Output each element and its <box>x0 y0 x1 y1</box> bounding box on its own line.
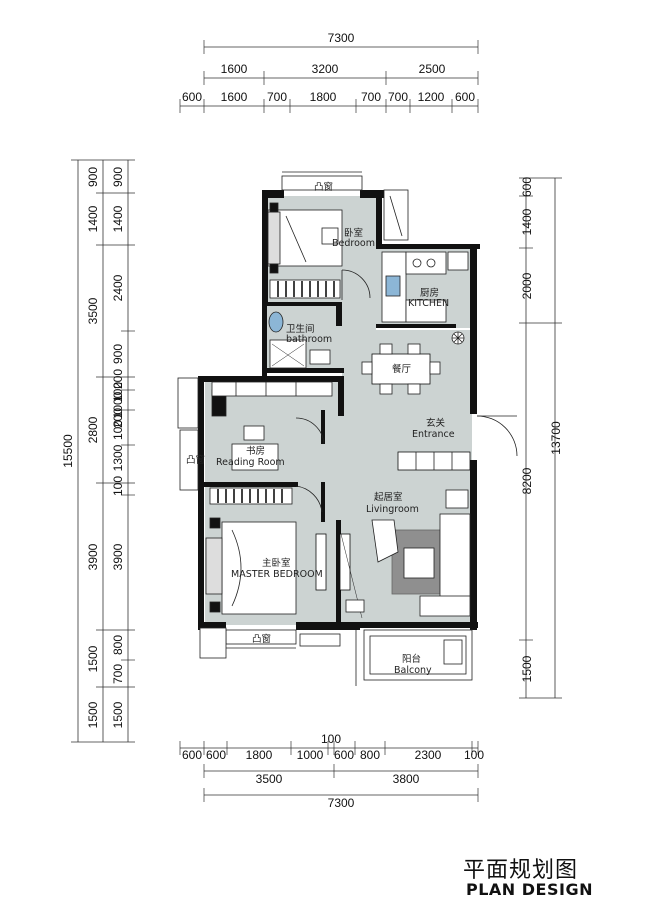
dim-left-3-14: 700 <box>111 664 125 684</box>
dim-bottom-1-2: 600 <box>206 748 226 762</box>
dim-left-3-4: 900 <box>111 344 125 364</box>
label-living-cn: 起居室 <box>374 491 403 503</box>
label-kitchen-en: KITCHEN <box>408 298 449 309</box>
dim-bottom-1-6: 600 <box>334 748 354 762</box>
dim-left-3-11: 100 <box>111 476 125 496</box>
dim-top-2-3: 2500 <box>419 62 446 76</box>
label-balcony-cn: 阳台 <box>402 653 421 665</box>
furniture <box>177 171 518 686</box>
label-master-cn: 主卧室 <box>262 557 291 569</box>
bedroom-wardrobe <box>269 279 341 299</box>
dim-bottom-1-5: 100 <box>321 732 341 746</box>
dim-right-1: 600 <box>520 177 534 197</box>
dim-top-3-2: 1600 <box>221 90 248 104</box>
dimension-labels: 7300 1600 3200 2500 600 1600 700 1800 70… <box>61 31 563 810</box>
dim-left-3-13: 800 <box>111 635 125 655</box>
dim-bottom-1-8: 2300 <box>415 748 442 762</box>
bay-window-top <box>281 175 363 191</box>
dim-left-3-5: 200 <box>111 369 125 389</box>
dim-top-2-2: 3200 <box>312 62 339 76</box>
label-living-en: Livingroom <box>366 504 419 515</box>
dim-top-3-1: 600 <box>182 90 202 104</box>
dim-right-mid: 8200 <box>520 467 534 494</box>
dim-top-3-6: 700 <box>388 90 408 104</box>
label-bay-window-left: 凸窗 <box>186 454 205 466</box>
dim-left-3-15: 1500 <box>111 701 125 728</box>
dim-left-3-8: 200 <box>111 408 125 428</box>
label-bay-window-bottom: 凸窗 <box>252 633 271 645</box>
plan-title-en: PLAN DESIGN <box>466 880 593 899</box>
label-reading-en: Reading Room <box>216 457 285 468</box>
dim-left-3-1: 900 <box>111 167 125 187</box>
dim-left-3-9: 100 <box>111 420 125 440</box>
room-labels: 凸窗 卧室 Bedroom 厨房 KITCHEN 卫生间 bathroom 餐厅… <box>186 181 455 676</box>
bathroom-toilet <box>268 311 284 333</box>
dim-left-2-4: 2800 <box>86 416 100 443</box>
dim-bottom-total: 7300 <box>328 796 355 810</box>
label-balcony-en: Balcony <box>394 665 432 676</box>
dim-left-3-3: 2400 <box>111 274 125 301</box>
dim-bottom-1-9: 100 <box>464 748 484 762</box>
dim-left-2-1: 900 <box>86 167 100 187</box>
dim-left-3-10: 1300 <box>111 444 125 471</box>
dim-left-2-7: 1500 <box>86 701 100 728</box>
label-entrance-cn: 玄关 <box>426 417 446 429</box>
dim-left-3-7: 1000 <box>111 391 125 418</box>
dim-top-2-1: 1600 <box>221 62 248 76</box>
dim-left-3-2: 1400 <box>111 205 125 232</box>
dim-right-3: 2000 <box>520 272 534 299</box>
dim-bottom-1-4: 1000 <box>297 748 324 762</box>
dim-left-2-5: 3900 <box>86 543 100 570</box>
label-bathroom-en: bathroom <box>286 334 332 345</box>
dim-top-3-5: 700 <box>361 90 381 104</box>
dim-bottom-1-7: 800 <box>360 748 380 762</box>
plan-title-cn: 平面规划图 <box>463 858 579 883</box>
master-bed <box>221 521 297 615</box>
dim-bottom-2-2: 3800 <box>393 772 420 786</box>
dim-bottom-1-3: 1800 <box>246 748 273 762</box>
label-entrance-en: Entrance <box>412 429 455 440</box>
dim-left-3-6: 100 <box>111 382 125 402</box>
dim-right-2: 1400 <box>520 208 534 235</box>
label-bedroom-en: Bedroom <box>332 238 375 249</box>
dim-top-3-4: 1800 <box>310 90 337 104</box>
dim-right-total: 13700 <box>549 421 563 455</box>
dim-left-2-6: 1500 <box>86 645 100 672</box>
dimension-lines <box>71 40 562 802</box>
label-master-en: MASTER BEDROOM <box>231 569 323 580</box>
label-kitchen-cn: 厨房 <box>420 287 439 299</box>
dim-top-3-7: 1200 <box>418 90 445 104</box>
dim-right-4: 1500 <box>520 655 534 682</box>
dim-left-2-2: 1400 <box>86 205 100 232</box>
dim-top-3-3: 700 <box>267 90 287 104</box>
walls <box>198 190 480 630</box>
dim-bottom-1-1: 600 <box>182 748 202 762</box>
label-dining: 餐厅 <box>392 363 412 375</box>
dim-bottom-2-1: 3500 <box>256 772 283 786</box>
master-wardrobe <box>209 487 293 505</box>
label-bay-window-top: 凸窗 <box>314 181 333 193</box>
dim-top-total: 7300 <box>328 31 355 45</box>
dim-left-3-12: 3900 <box>111 543 125 570</box>
dim-left-2-3: 3500 <box>86 297 100 324</box>
dim-left-total: 15500 <box>61 434 75 468</box>
label-bathroom-cn: 卫生间 <box>286 323 315 335</box>
label-reading-cn: 书房 <box>246 445 265 457</box>
dim-top-3-8: 600 <box>455 90 475 104</box>
label-bedroom-cn: 卧室 <box>344 227 363 239</box>
